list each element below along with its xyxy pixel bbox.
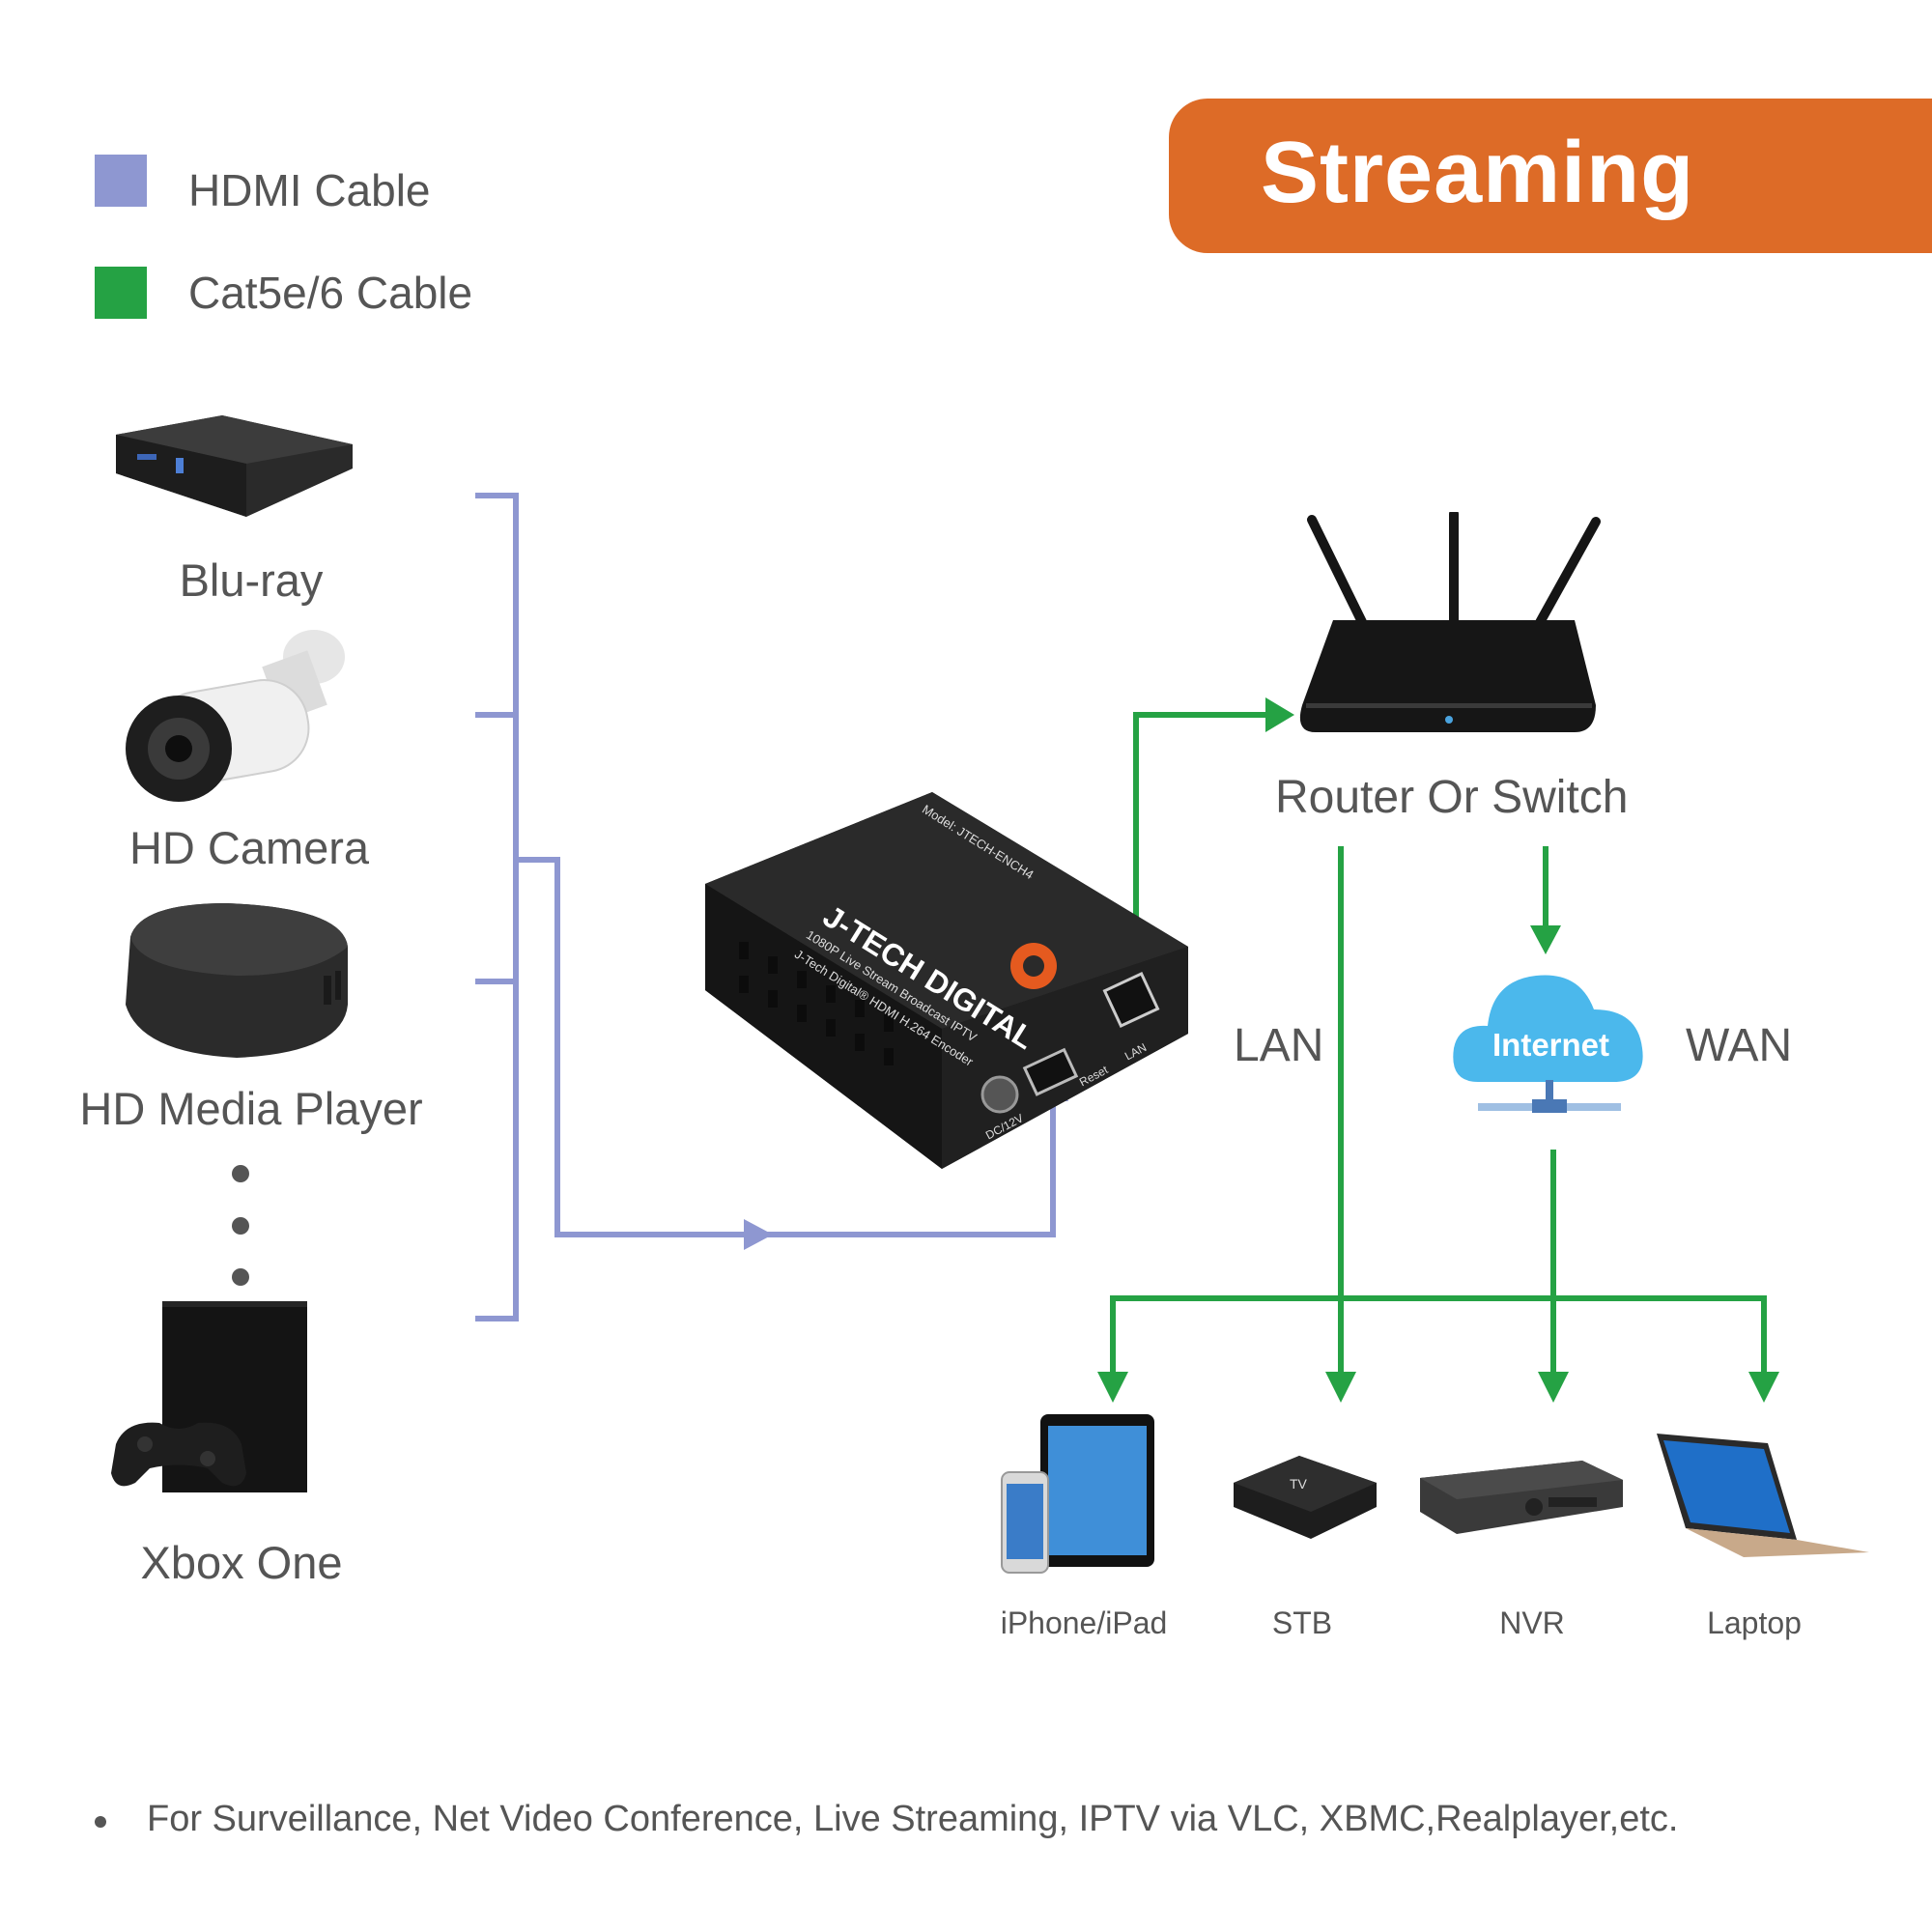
wan-label: WAN [1686,1020,1793,1071]
device-label-nvr: NVR [1499,1605,1565,1640]
legend-cat-label: Cat5e/6 Cable [188,268,473,318]
banner-title: Streaming [1261,125,1695,221]
more-dot-1 [232,1165,249,1182]
more-dot-2 [232,1217,249,1235]
svg-text:TV: TV [1290,1476,1308,1492]
hdmi-encoder-device [705,792,1188,1169]
device-label-iphone: iPhone/iPad [1000,1605,1168,1640]
internet-label: Internet [1492,1027,1610,1063]
router-label: Router Or Switch [1275,772,1629,823]
source-label-camera: HD Camera [128,822,370,873]
xbox-console-icon [111,1301,307,1492]
cctv-camera-icon [126,630,345,802]
device-label-stb: STB [1271,1605,1333,1640]
more-dot-3 [232,1268,249,1286]
set-top-box-icon: TV [1234,1456,1377,1539]
bluray-player-icon [116,415,353,517]
source-label-media: HD Media Player [79,1083,423,1134]
legend-hdmi-label: HDMI Cable [188,165,431,215]
router-icon [1299,512,1601,732]
tablet-phone-icon [1001,1414,1154,1574]
hdmi-wires [475,493,1056,1321]
device-label-laptop: Laptop [1707,1605,1802,1640]
lan-label: LAN [1234,1020,1324,1071]
source-label-xbox: Xbox One [140,1537,343,1588]
laptop-icon [1657,1434,1869,1557]
internet-cloud-icon [1453,975,1643,1113]
media-player-icon [126,903,348,1058]
cat-wires [1110,712,1767,1381]
hdmi-arrow-mid [744,1219,773,1250]
streaming-banner [1169,99,1932,253]
nvr-recorder-icon [1420,1461,1623,1534]
footnote-text: For Surveillance, Net Video Conference, … [147,1799,1679,1839]
legend-cat-swatch [95,267,147,319]
cat-arrowheads [1097,697,1779,1403]
footnote-bullet [95,1816,106,1828]
legend-hdmi-swatch [95,155,147,207]
source-label-bluray: Blu-ray [179,554,324,606]
